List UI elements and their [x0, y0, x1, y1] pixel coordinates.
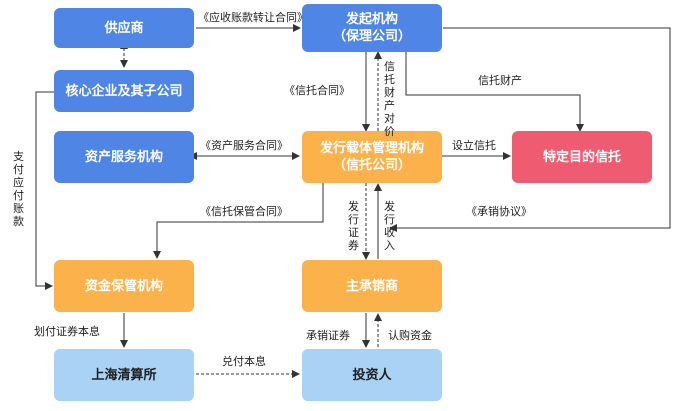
label-establish-trust: 设立信托 [452, 139, 496, 152]
node-lead-underwriter: 主承销商 [302, 260, 442, 312]
node-supplier-label: 供应商 [104, 20, 144, 36]
label-issue-proceeds: 发行收入 [384, 200, 395, 252]
node-initiator: 发起机构 （保理公司） [302, 4, 442, 52]
node-clearing-house-label: 上海清算所 [91, 367, 157, 383]
node-asset-service-label: 资产服务机构 [84, 149, 163, 165]
label-transfer-principal-interest: 划付证券本息 [34, 325, 100, 338]
label-trust-property: 信托财产 [478, 74, 522, 87]
label-receivable-transfer: 《应收账款转让合同》 [198, 11, 308, 24]
node-issuer-label-line1: 发行载体管理机构 [319, 141, 424, 156]
label-redeem-principal-interest: 兑付本息 [222, 355, 266, 368]
arrow-core-to-custodian [35, 91, 54, 290]
label-custody-contract: 《信托保管合同》 [200, 205, 288, 218]
label-issue-securities: 发行证券 [348, 200, 359, 252]
label-trust-contract: 《信托合同》 [284, 84, 350, 97]
label-asset-service-contract: 《资产服务合同》 [200, 139, 288, 152]
label-pay-receivables: 支付应付账款 [13, 150, 24, 228]
label-underwrite-securities: 承销证券 [306, 329, 350, 342]
node-asset-service: 资产服务机构 [54, 131, 194, 183]
label-trust-property-consideration: 信托财产对价 [384, 60, 395, 138]
node-core-enterprise-label: 核心企业及其子公司 [65, 83, 183, 99]
node-supplier: 供应商 [54, 8, 194, 48]
node-custodian: 资金保管机构 [54, 260, 194, 312]
node-clearing-house: 上海清算所 [54, 349, 194, 401]
node-custodian-label: 资金保管机构 [84, 278, 163, 294]
arrow-underwriting-agreement [389, 27, 671, 232]
node-lead-underwriter-label: 主承销商 [345, 278, 398, 294]
node-core-enterprise: 核心企业及其子公司 [54, 70, 194, 112]
arrow-issuer-to-custodian [153, 183, 324, 259]
label-subscribe-funds: 认购资金 [388, 329, 432, 342]
node-issuer-label-line2: （信托公司） [332, 158, 411, 173]
node-issuer: 发行载体管理机构 （信托公司） [302, 131, 442, 183]
label-underwriting-agreement: 《承销协议》 [466, 205, 532, 218]
node-investor-label: 投资人 [352, 367, 392, 383]
node-initiator-label-line2: （保理公司） [332, 29, 411, 44]
node-initiator-label-line1: 发起机构 [345, 12, 398, 27]
node-investor: 投资人 [302, 349, 442, 401]
node-spv-trust: 特定目的信托 [512, 131, 652, 183]
node-spv-trust-label: 特定目的信托 [542, 149, 621, 165]
arrow-initiator-to-spv [405, 52, 584, 132]
